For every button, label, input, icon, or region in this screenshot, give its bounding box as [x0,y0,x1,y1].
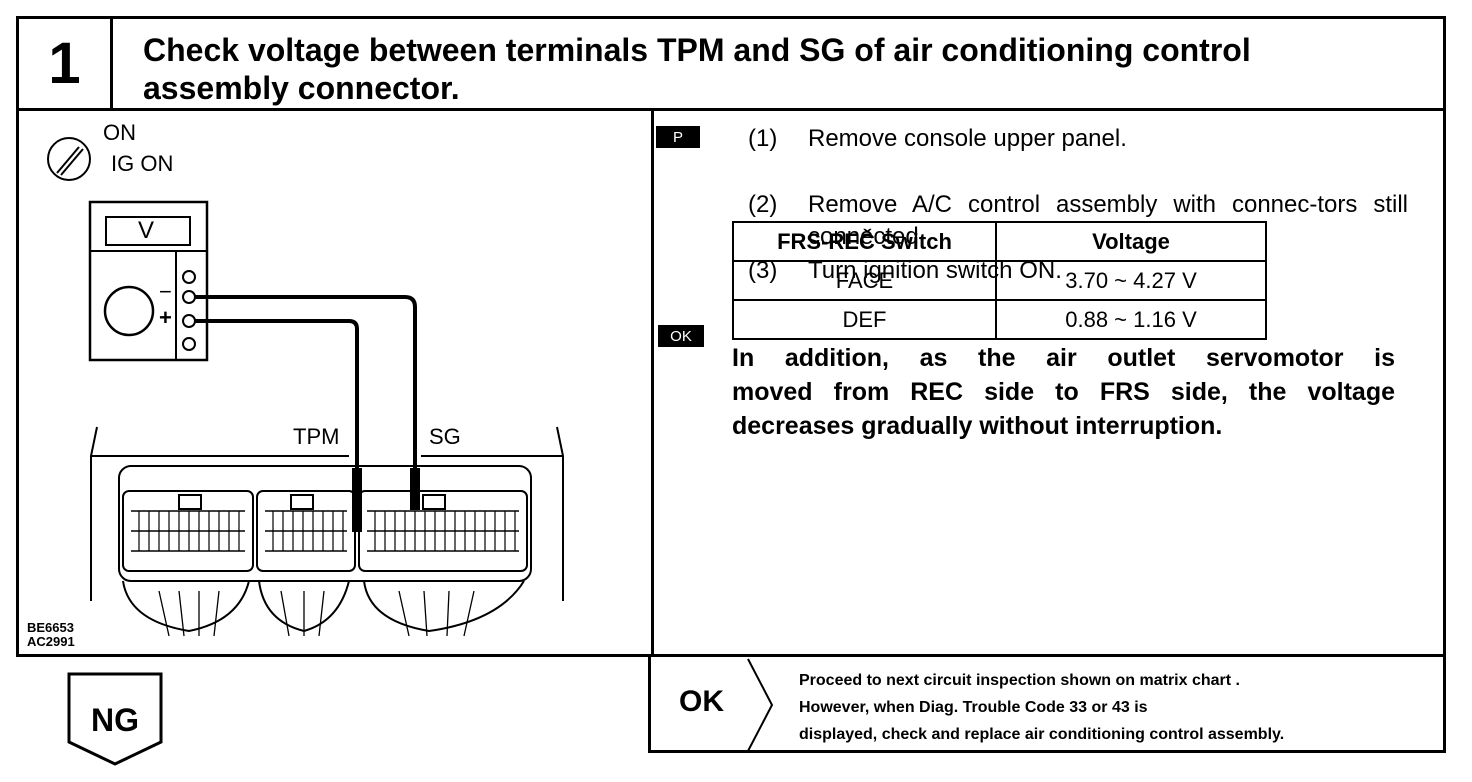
figure-code-1: BE6653 [27,620,74,635]
chevron-right-icon [747,658,774,752]
terminal-sg-label: SG [429,424,461,449]
table-header-switch: FRS-REČ Switch [732,221,997,262]
voltage-table: FRS-REČ Switch Voltage FACE 3.70 ~ 4.27 … [732,221,1267,340]
preparation-badge: P [656,126,700,148]
ng-result-box: NG [67,672,163,773]
ok-text-line1: Proceed to next circuit inspection shown… [799,672,1240,689]
table-row: FACE 3.70 ~ 4.27 V [732,260,1267,301]
note-line1: In addition, as the air outlet servomoto… [732,344,1395,372]
meter-plus-label: + [159,305,172,330]
panel-divider [651,111,654,654]
ignition-on-label: ON [103,120,136,145]
wiring-figure: ON IG ON V − + TPM SG BE6653 AC2991 [19,111,651,654]
ok-text-line2: However, when Diag. Trouble Code 33 or 4… [799,699,1148,716]
procedure-1-num: (1) [748,125,778,152]
step-number: 1 [19,19,113,108]
wiring-diagram [47,137,564,637]
step-title-line2: assembly connector. [143,70,460,106]
procedure-1-text: Remove console upper panel. [808,125,1127,152]
probe-wires [195,295,417,503]
ok-result-text: Proceed to next circuit inspection shown… [799,667,1284,748]
main-panel: ON IG ON V − + TPM SG BE6653 AC2991 [16,111,1446,657]
table-header-voltage: Voltage [995,221,1267,262]
procedure-1: (1) Remove console upper panel. [748,123,1411,155]
figure-code-2: AC2991 [27,634,75,649]
note-line2: moved from REC side to FRS side, the vol… [732,378,1395,406]
connector-assembly [90,426,564,637]
table-row: DEF 0.88 ~ 1.16 V [732,299,1267,340]
table-cell: 3.70 ~ 4.27 V [995,260,1267,301]
note-line3: decreases gradually without interruption… [732,412,1223,440]
meter-minus-label: − [159,279,172,304]
ok-result-box: OK Proceed to next circuit inspection sh… [648,657,1446,753]
ignition-key-icon [47,137,91,181]
table-cell: 0.88 ~ 1.16 V [995,299,1267,340]
figure-code: BE6653 AC2991 [27,621,75,649]
terminal-tpm-label: TPM [293,424,340,449]
table-cell: DEF [732,299,997,340]
ignition-ig-on-label: IG ON [111,151,174,176]
ng-result-label: NG [91,702,139,738]
step-title: Check voltage between terminals TPM and … [113,19,1443,108]
meter-display-label: V [138,217,155,244]
ok-result-label: OK [679,685,724,718]
table-cell: FACE [732,260,997,301]
procedure-2-num: (2) [748,191,778,218]
ok-badge: OK [658,325,704,347]
servomotor-note: In addition, as the air outlet servomoto… [732,341,1395,443]
table-header-row: FRS-REČ Switch Voltage [732,221,1267,262]
step-title-line1: Check voltage between terminals TPM and … [143,32,1251,68]
ok-text-line3: displayed, check and replace air conditi… [799,726,1285,743]
down-arrow-box-icon [67,672,163,766]
step-header: 1 Check voltage between terminals TPM an… [16,16,1446,111]
